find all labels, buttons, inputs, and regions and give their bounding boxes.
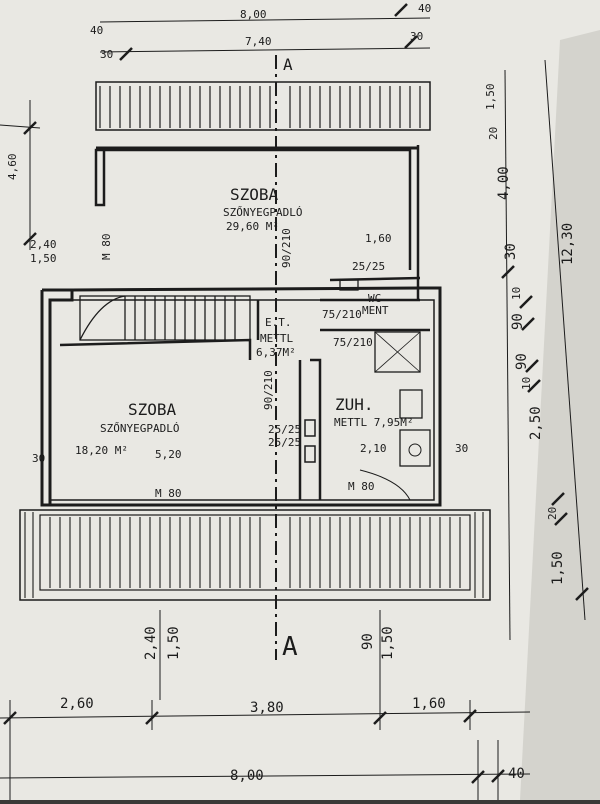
shower-tray <box>374 331 421 373</box>
door-label-1: M 80 <box>155 487 182 500</box>
dimension-lines <box>0 17 586 800</box>
dim-top-40a: 40 <box>90 24 103 37</box>
dim-vert-4: 1,50 <box>380 626 396 660</box>
wc-bowl <box>339 279 359 291</box>
dim-right-10: 20 <box>546 507 559 520</box>
dim-left-150: 1,50 <box>30 252 57 265</box>
dim-bottom-total: 8,00 <box>230 768 264 784</box>
boiler <box>399 389 423 419</box>
dim-bottom-40: 40 <box>508 766 525 782</box>
dim-interior-1: 1,60 <box>365 232 392 245</box>
window-label-left: M 80 <box>100 234 113 261</box>
upper-room-walls <box>94 145 420 300</box>
washbasin-drain <box>408 443 422 457</box>
room-name-hall: E.T. <box>265 316 292 329</box>
dim-bottom-3: 1,60 <box>412 696 446 712</box>
dim-right-total: 12,30 <box>560 223 576 265</box>
vent-label-3: 25/25 <box>268 436 301 449</box>
bottom-hatch-band <box>19 509 491 601</box>
room-floor-wc: MENT <box>362 304 389 317</box>
room-name-lower: SZOBA <box>128 400 177 419</box>
staircase <box>79 295 251 341</box>
dim-top-inner: 7,40 <box>245 35 272 48</box>
dim-vert-2: 1,50 <box>166 626 182 660</box>
opening-lower: 90/210 <box>262 370 275 410</box>
chimney <box>304 419 316 437</box>
dim-right-5: 10 <box>510 287 523 300</box>
opening-wc: 75/210 <box>322 308 362 321</box>
dim-interior-5: 30 <box>455 442 468 455</box>
dim-interior-2: 5,20 <box>155 448 182 461</box>
dim-right-6: 90 <box>510 313 526 330</box>
door-label-2: M 80 <box>348 480 375 493</box>
room-floor-shower: METTL 7,95M² <box>334 416 413 429</box>
room-name-upper: SZOBA <box>230 185 279 204</box>
dim-right-9: 2,50 <box>528 406 544 440</box>
dim-right-1: 1,50 <box>484 84 497 111</box>
dim-right-3: 4,00 <box>496 166 512 200</box>
dim-top-40b: 40 <box>418 2 431 15</box>
dim-interior-4: 30 <box>32 452 45 465</box>
dim-top-30b: 30 <box>410 30 423 43</box>
dim-right-7: 90 <box>514 353 530 370</box>
section-marker-bottom: A <box>282 632 298 662</box>
dim-right-11: 1,50 <box>550 551 566 585</box>
chimney-2 <box>304 445 316 463</box>
top-hatch <box>99 86 421 128</box>
room-area-hall: 6,37M² <box>256 346 296 359</box>
interior-walls <box>59 276 430 500</box>
vent-label-1: 25/25 <box>352 260 385 273</box>
section-marker-top: A <box>283 55 293 74</box>
dim-right-8: 10 <box>520 377 533 390</box>
dim-right-2: 20 <box>487 127 500 140</box>
room-floor-upper: SZŐNYEGPADLÓ <box>223 205 302 219</box>
top-hatch-band <box>95 81 431 131</box>
vent-label-2: 25/25 <box>268 423 301 436</box>
dimension-ticks <box>3 3 589 784</box>
room-floor-hall: METTL <box>260 332 293 345</box>
room-area-upper: 29,60 M² <box>226 220 279 233</box>
room-name-wc: WC <box>368 292 381 305</box>
dim-top-total: 8,00 <box>240 8 267 21</box>
dim-left-240: 2,40 <box>30 238 57 251</box>
dim-interior-3: 2,10 <box>360 442 387 455</box>
door-swing <box>359 469 411 501</box>
opening-upper: 90/210 <box>280 228 293 268</box>
dim-vert-3: 90 <box>360 633 376 650</box>
bottom-hatch-inner <box>39 514 471 591</box>
plan <box>0 3 589 800</box>
dim-top-30a: 30 <box>100 48 113 61</box>
room-area-lower: 18,20 M² <box>75 444 128 457</box>
bottom-hatch <box>24 512 484 598</box>
dim-bottom-1: 2,60 <box>60 696 94 712</box>
paper-shadow <box>520 30 600 800</box>
opening-hall: 75/210 <box>333 336 373 349</box>
dim-vert-1: 2,40 <box>143 626 159 660</box>
outer-wall-inner <box>49 299 435 501</box>
room-name-shower: ZUH. <box>335 395 374 414</box>
room-floor-lower: SZŐNYEGPADLÓ <box>100 421 179 435</box>
washbasin <box>399 429 431 467</box>
dim-left-460: 4,60 <box>6 154 19 181</box>
dim-bottom-2: 3,80 <box>250 700 284 716</box>
dim-right-4: 30 <box>503 243 519 260</box>
